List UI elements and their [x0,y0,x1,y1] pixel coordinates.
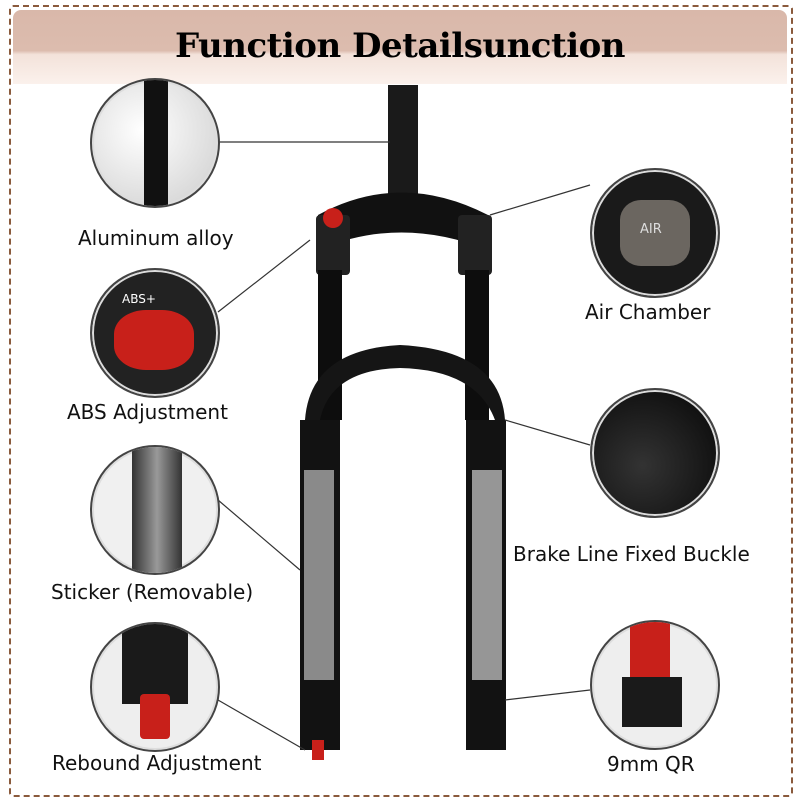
inset-qr [590,620,720,750]
inset-air-chamber: AIR [590,168,720,298]
abs-label: ABS+ [122,292,156,306]
inset-rebound [90,622,220,752]
page-title: Function Detailsunction [174,26,626,66]
air-label: AIR [640,222,662,237]
inset-brake-buckle [590,388,720,518]
dashed-border [9,5,793,797]
inset-aluminum [90,78,220,208]
title-banner [13,10,787,84]
label-air-chamber: Air Chamber [585,300,711,324]
inset-abs: ABS+ [90,268,220,398]
label-9mm-qr: 9mm QR [607,752,695,776]
label-sticker: Sticker (Removable) [51,580,254,604]
label-brake-line-buckle: Brake Line Fixed Buckle [513,542,750,566]
label-aluminum-alloy: Aluminum alloy [78,226,234,250]
inset-sticker [90,445,220,575]
label-abs-adjustment: ABS Adjustment [67,400,228,424]
label-rebound-adjustment: Rebound Adjustment [52,751,262,775]
